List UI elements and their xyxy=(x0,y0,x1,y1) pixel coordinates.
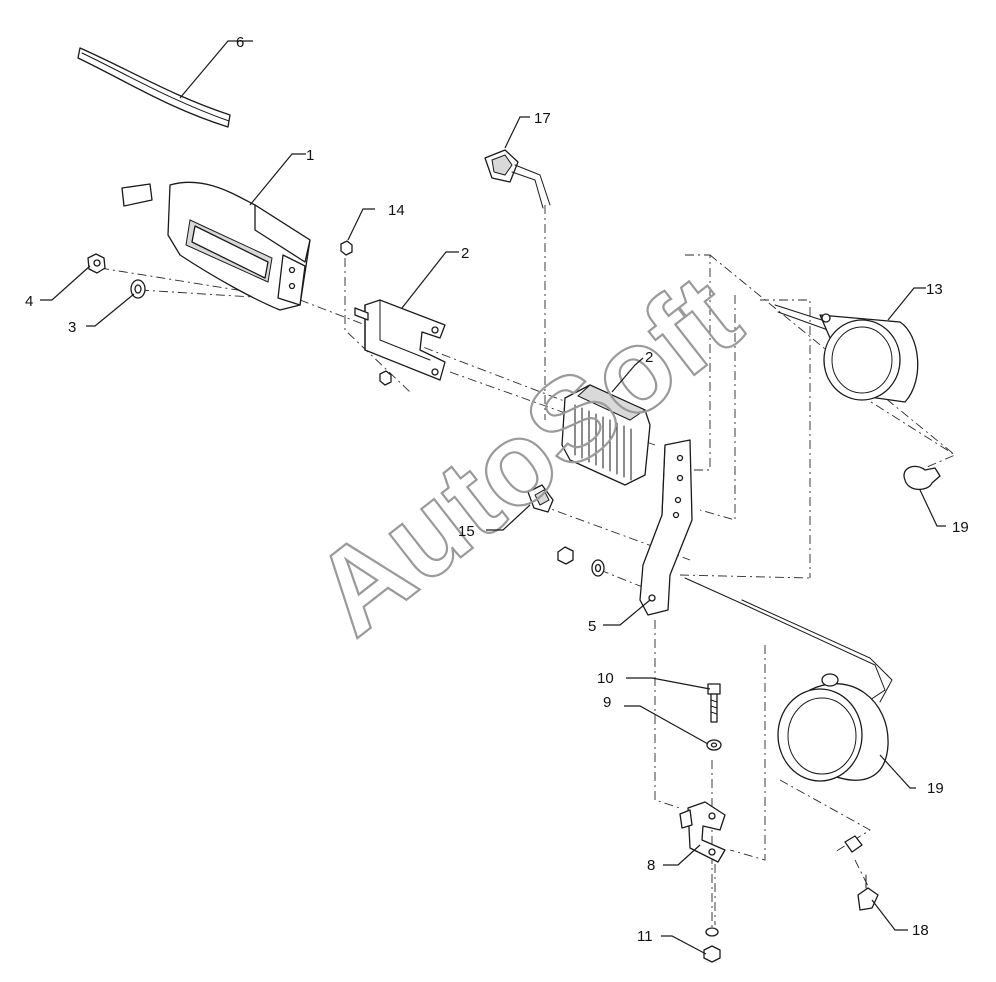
callout-17: 17 xyxy=(534,110,551,127)
part-2-lamp-body xyxy=(561,384,651,486)
callout-9: 9 xyxy=(603,694,611,711)
callout-18: 18 xyxy=(912,922,929,939)
callout-8: 8 xyxy=(647,857,655,874)
callout-2-lamp-body: 2 xyxy=(645,349,653,366)
part-13-lamp xyxy=(774,304,919,403)
callout-4: 4 xyxy=(25,293,33,310)
callout-3: 3 xyxy=(68,319,76,336)
part-3-washer xyxy=(130,279,146,299)
callout-15: 15 xyxy=(458,523,475,540)
callout-2-bracket: 2 xyxy=(461,245,469,262)
part-4-nut xyxy=(87,253,106,274)
part-8-clamp xyxy=(679,801,726,863)
part-17-connector xyxy=(484,149,551,209)
part-19-lamp xyxy=(684,577,893,782)
callout-6: 6 xyxy=(236,34,244,51)
part-1-housing xyxy=(121,181,311,311)
part-2-bracket xyxy=(354,299,446,381)
callout-5: 5 xyxy=(588,618,596,635)
nut-and-washer xyxy=(557,546,605,577)
callouts: 6 1 14 2 17 2 4 3 13 15 19 5 10 9 19 8 1 xyxy=(25,34,969,955)
part-18-bulb xyxy=(844,835,879,911)
callout-1: 1 xyxy=(306,147,314,164)
part-11-nut xyxy=(703,927,721,963)
callout-19-bulb: 19 xyxy=(952,519,969,536)
part-9-washer xyxy=(706,739,722,751)
part-19-bulb xyxy=(903,465,941,491)
callout-13: 13 xyxy=(926,281,943,298)
part-14-nut xyxy=(340,240,392,386)
part-6-rubber-strip xyxy=(77,47,231,128)
callout-10: 10 xyxy=(597,670,614,687)
part-15-connector xyxy=(527,484,554,513)
callout-14: 14 xyxy=(388,202,405,219)
part-10-bolt xyxy=(707,683,721,723)
part-5-mounting-bar xyxy=(639,439,693,616)
callout-11: 11 xyxy=(637,928,653,945)
callout-19-lamp: 19 xyxy=(927,780,944,797)
